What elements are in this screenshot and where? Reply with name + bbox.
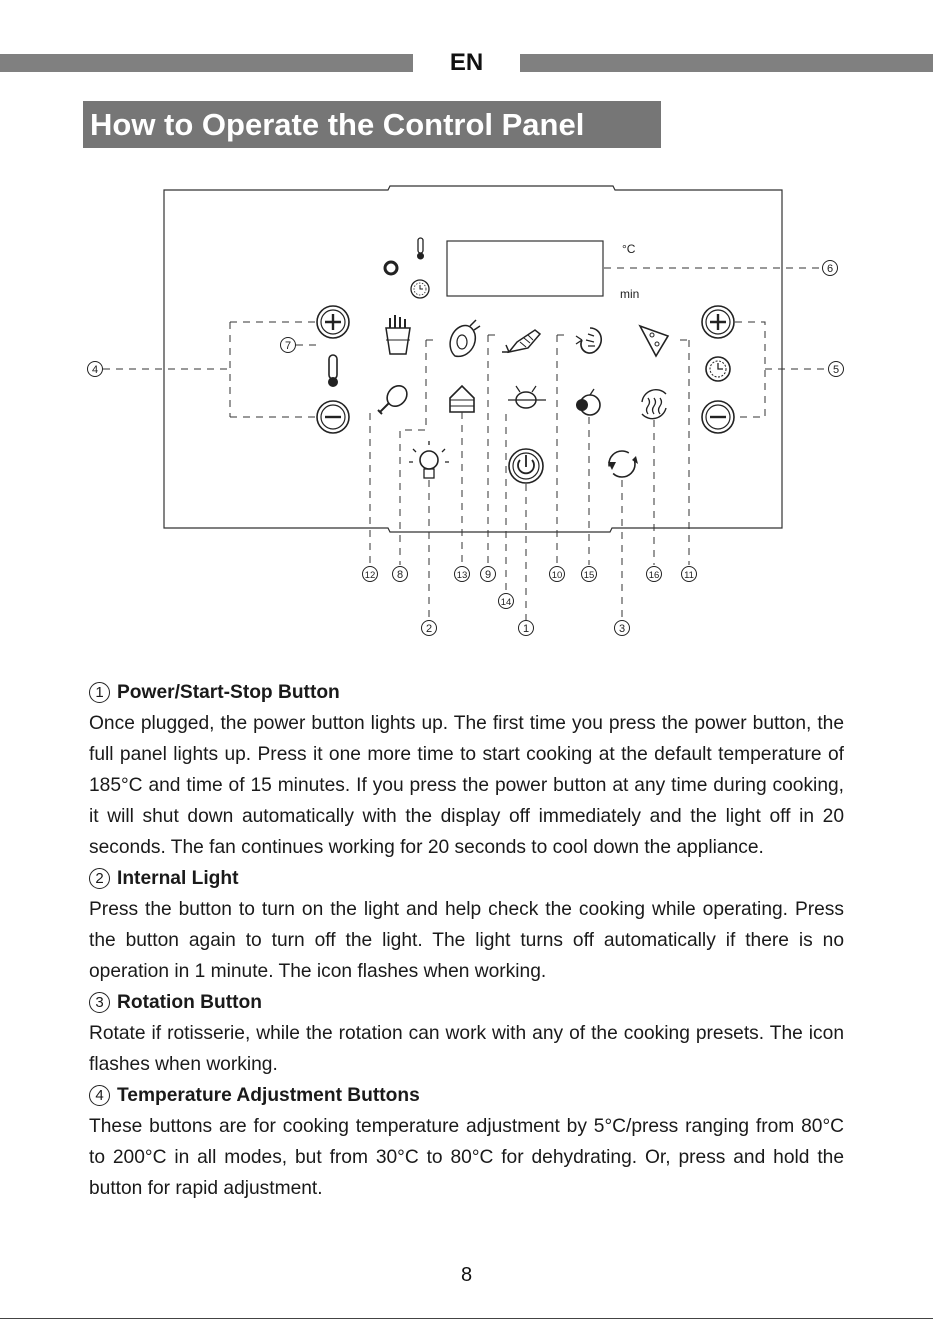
callout-10: 10 (549, 566, 565, 582)
header-bar-left (0, 54, 413, 72)
svg-text:15: 15 (584, 570, 595, 581)
svg-text:6: 6 (827, 263, 833, 275)
item-title: Temperature Adjustment Buttons (117, 1085, 420, 1106)
callout-2: 2 (421, 620, 437, 636)
callout-9: 9 (480, 566, 496, 582)
power-button[interactable] (508, 448, 544, 484)
fries-icon[interactable] (385, 315, 411, 355)
panel-outline (163, 185, 783, 533)
rotation-button[interactable] (608, 450, 638, 478)
chicken-leg-icon[interactable] (377, 382, 411, 415)
time-minus-button[interactable] (701, 400, 735, 434)
svg-text:9: 9 (485, 569, 491, 581)
meat-icon[interactable] (449, 319, 481, 358)
item-rotation-button: 3 Rotation Button Rotate if rotisserie, … (89, 987, 844, 1080)
instructions: 1 Power/Start-Stop Button Once plugged, … (89, 677, 844, 1204)
callout-11: 11 (681, 566, 697, 582)
item-body: Press the button to turn on the light an… (89, 899, 844, 982)
svg-text:5: 5 (833, 364, 839, 376)
item-power-button: 1 Power/Start-Stop Button Once plugged, … (89, 677, 844, 863)
svg-text:11: 11 (684, 570, 694, 581)
svg-text:16: 16 (649, 570, 660, 581)
item-title: Rotation Button (117, 992, 262, 1013)
temp-minus-button[interactable] (316, 400, 350, 434)
pizza-icon[interactable] (638, 324, 670, 358)
item-number: 2 (89, 868, 110, 889)
callout-13: 13 (454, 566, 470, 582)
callout-4: 4 (87, 361, 103, 377)
reheat-icon[interactable] (641, 388, 667, 420)
svg-text:10: 10 (552, 570, 563, 581)
celsius-unit: °C (622, 242, 636, 256)
page-number: 8 (460, 1264, 473, 1286)
small-clock-icon (410, 279, 430, 299)
svg-text:2: 2 (426, 623, 432, 635)
fruit-dehydrate-icon[interactable] (576, 388, 601, 416)
control-panel-diagram: °C min (87, 185, 844, 636)
display-window (446, 240, 604, 297)
callout-12: 12 (362, 566, 378, 582)
item-body: Once plugged, the power button lights up… (89, 713, 844, 858)
indicator-dot-icon (383, 260, 399, 276)
rotisserie-chicken-icon[interactable] (508, 385, 546, 409)
svg-text:1: 1 (523, 623, 529, 635)
fish-icon[interactable] (502, 329, 542, 354)
item-internal-light: 2 Internal Light Press the button to tur… (89, 863, 844, 987)
cake-icon[interactable] (449, 384, 475, 413)
svg-text:12: 12 (365, 570, 376, 581)
callout-6: 6 (822, 260, 838, 276)
callout-5: 5 (828, 361, 844, 377)
time-plus-button[interactable] (701, 305, 735, 339)
item-body: These buttons are for cooking temperatur… (89, 1116, 844, 1199)
svg-text:13: 13 (457, 570, 468, 581)
leader-lines (103, 267, 828, 621)
svg-text:3: 3 (619, 623, 625, 635)
item-number: 3 (89, 992, 110, 1013)
language-label: EN (449, 49, 484, 76)
callout-7: 7 (280, 337, 296, 353)
section-title: How to Operate the Control Panel (83, 101, 661, 148)
minutes-unit: min (620, 287, 639, 301)
callout-8: 8 (392, 566, 408, 582)
svg-text:4: 4 (92, 364, 98, 376)
item-number: 1 (89, 682, 110, 703)
svg-text:7: 7 (285, 340, 291, 352)
svg-text:8: 8 (397, 569, 403, 581)
small-thermometer-icon (417, 237, 424, 260)
item-body: Rotate if rotisserie, while the rotation… (89, 1023, 844, 1075)
callout-3: 3 (614, 620, 630, 636)
timer-clock-icon (705, 356, 731, 382)
item-temperature-buttons: 4 Temperature Adjustment Buttons These b… (89, 1080, 844, 1204)
temperature-thermometer-icon (328, 354, 338, 387)
callout-14: 14 (498, 593, 514, 609)
svg-text:14: 14 (501, 597, 512, 608)
header-bar-right (520, 54, 933, 72)
callout-16: 16 (646, 566, 662, 582)
callout-15: 15 (581, 566, 597, 582)
internal-light-button[interactable] (409, 441, 449, 479)
shrimp-icon[interactable] (575, 327, 602, 354)
item-title: Power/Start-Stop Button (117, 682, 340, 703)
bottom-rule (0, 1318, 933, 1319)
callout-1: 1 (518, 620, 534, 636)
temp-plus-button[interactable] (316, 305, 350, 339)
item-title: Internal Light (117, 868, 239, 889)
item-number: 4 (89, 1085, 110, 1106)
